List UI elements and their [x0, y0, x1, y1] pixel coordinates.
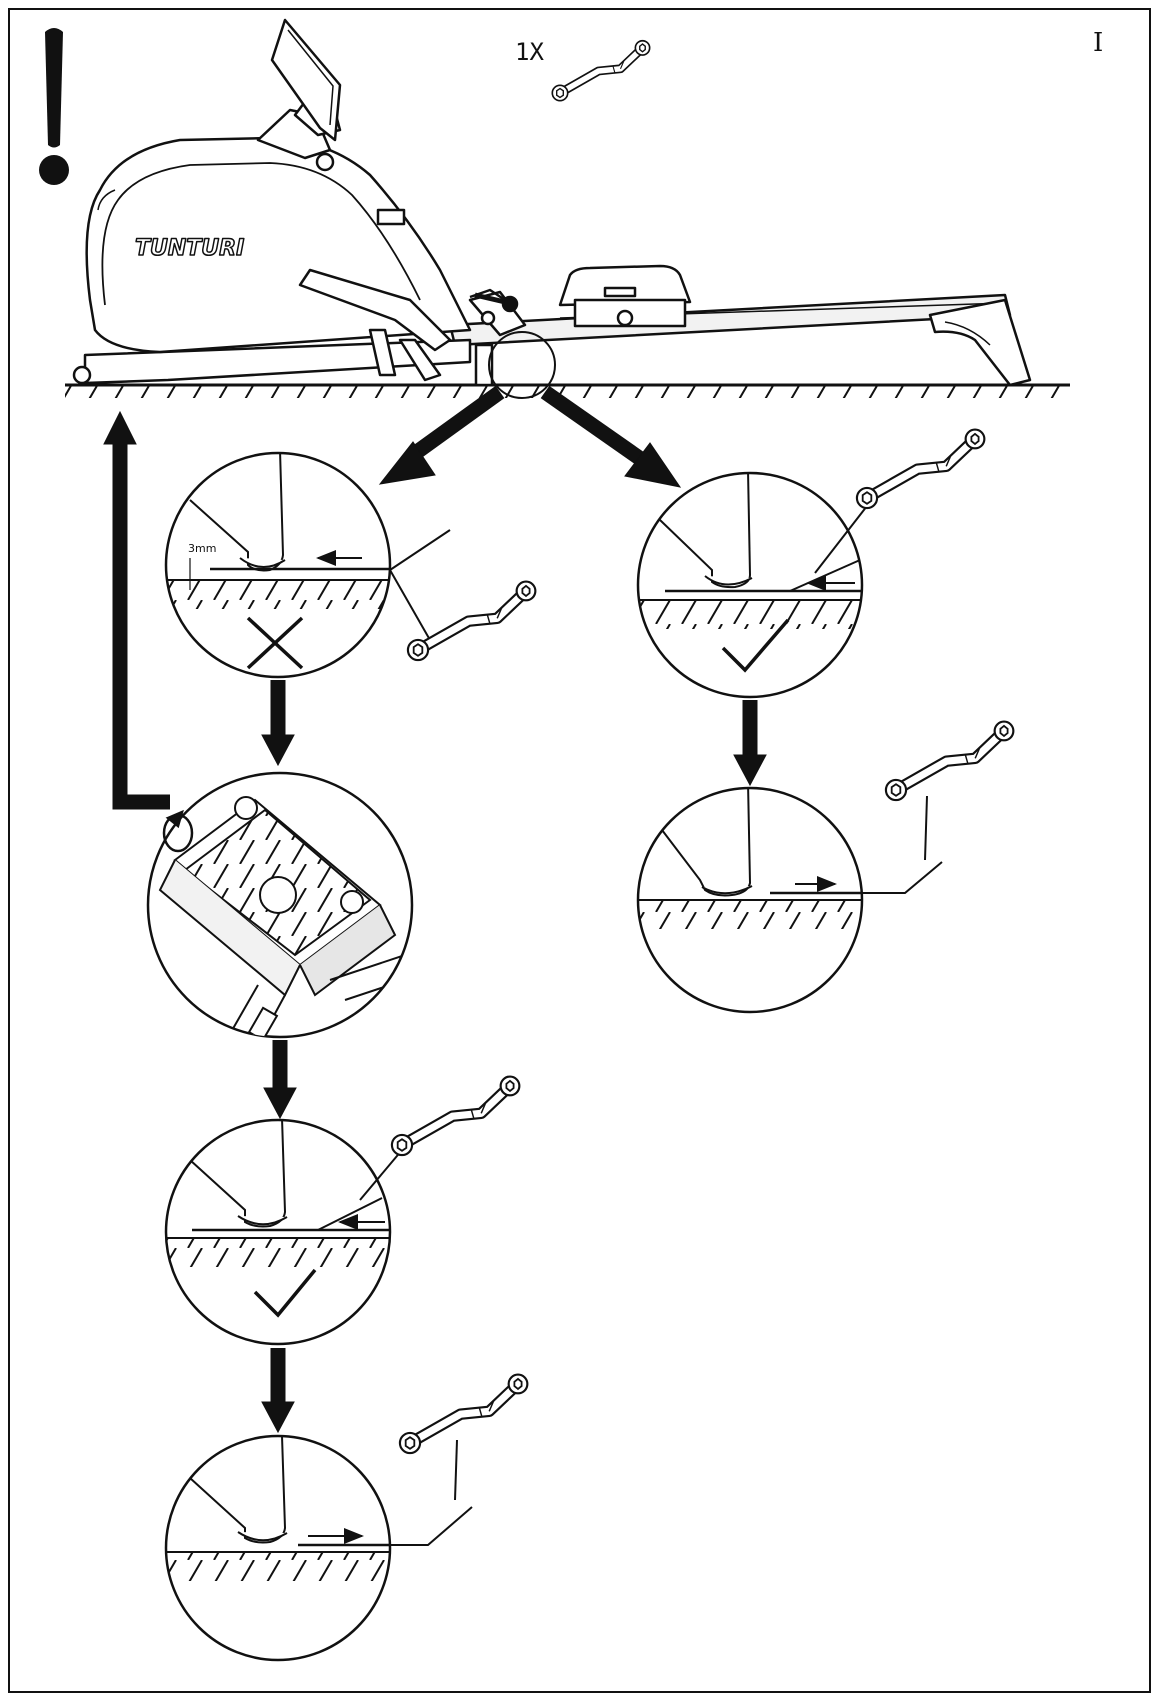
check-icon — [253, 1268, 317, 1318]
flow-arrows — [103, 385, 767, 1434]
step-remove-tool-ok — [636, 786, 943, 1014]
step-adjust-foot — [146, 771, 414, 1039]
step-remove-tool — [164, 1434, 473, 1662]
quantity-label: 1X — [515, 38, 544, 66]
step-check-gap: 3mm — [164, 451, 451, 679]
step-check-gap-ok — [636, 471, 868, 699]
detail-focus-circle — [488, 331, 556, 399]
rotate-icon — [162, 809, 194, 853]
check-icon — [721, 618, 790, 673]
exclamation-icon — [39, 28, 69, 185]
gap-measure-label: 3mm — [188, 542, 216, 555]
step-label: I — [1093, 28, 1104, 58]
cross-icon — [246, 616, 304, 670]
rowing-machine-illustration: TUNTURI — [65, 18, 1070, 398]
step-recheck-gap — [164, 1118, 403, 1346]
brand-logo: TUNTURI — [135, 236, 244, 261]
